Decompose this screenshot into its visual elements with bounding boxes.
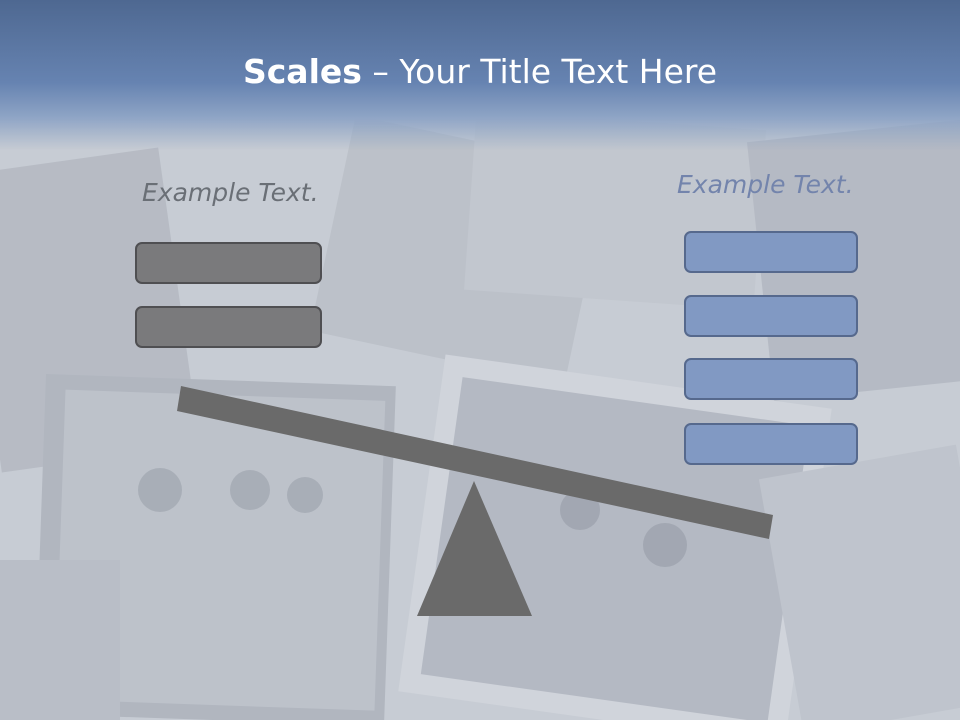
scale-fulcrum [417,481,532,616]
right-box-4 [684,423,858,465]
title-band [0,0,960,150]
right-box-3 [684,358,858,400]
title-rest: – Your Title Text Here [361,52,718,91]
left-box-1 [135,242,322,284]
scale-beam [177,386,773,539]
left-label: Example Text. [142,178,319,207]
left-box-2 [135,306,322,348]
slide-title: Scales – Your Title Text Here [0,52,960,91]
right-box-2 [684,295,858,337]
right-box-1 [684,231,858,273]
right-label: Example Text. [677,170,854,199]
title-bold: Scales [242,52,362,91]
